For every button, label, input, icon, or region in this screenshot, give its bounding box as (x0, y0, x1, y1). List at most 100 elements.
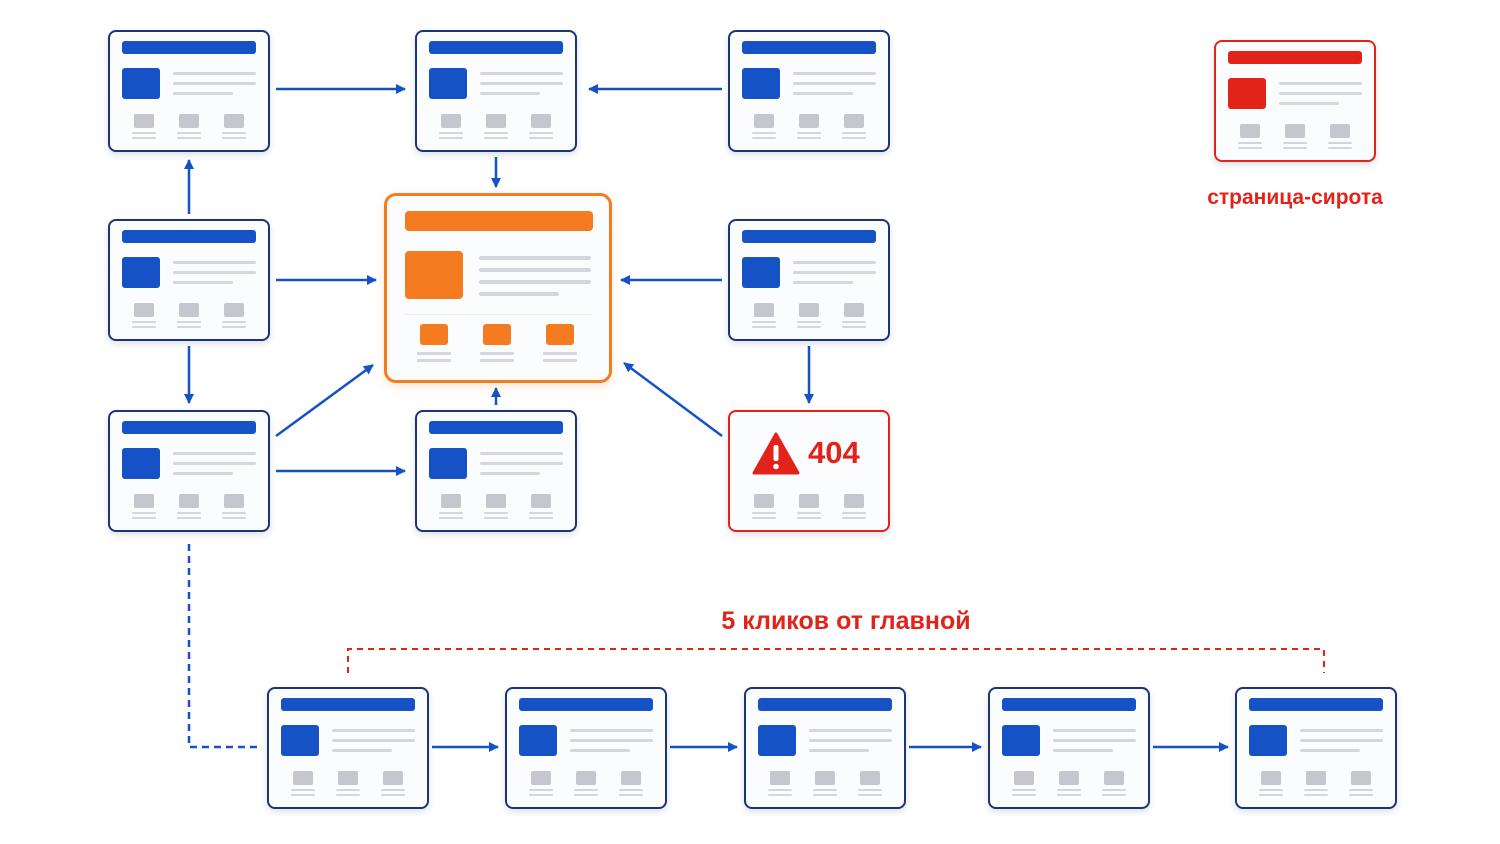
caption-line (484, 132, 508, 134)
text-line (809, 729, 892, 732)
page-card-bottom-center[interactable] (415, 410, 577, 532)
caption-line (1304, 789, 1328, 791)
thumbnail-block (483, 324, 511, 345)
text-line (793, 92, 853, 95)
text-line (480, 452, 563, 455)
thumbnail-block (844, 114, 864, 128)
caption-line (1283, 142, 1307, 144)
caption-line (752, 321, 776, 323)
caption-line (132, 321, 156, 323)
page-card-top-right[interactable] (728, 30, 890, 152)
caption-line (1238, 147, 1262, 149)
link-bottom-left-to-deep-1-dashed (187, 544, 262, 749)
caption-line (439, 512, 463, 514)
caption-line (381, 794, 405, 796)
caption-line (797, 512, 821, 514)
caption-line (529, 137, 553, 139)
caption-line (813, 789, 837, 791)
text-line (479, 292, 559, 296)
page-image-block (1002, 725, 1040, 756)
caption-line (768, 794, 792, 796)
page-image-block (122, 448, 160, 479)
caption-line (1259, 794, 1283, 796)
page-card-deep-3[interactable] (744, 687, 906, 809)
page-card-deep-1[interactable] (267, 687, 429, 809)
caption-line (842, 326, 866, 328)
page-card-bottom-left[interactable] (108, 410, 270, 532)
page-header-bar (758, 698, 892, 711)
thumbnail-block (420, 324, 448, 345)
page-header-bar (742, 230, 876, 243)
thumbnail-block (134, 494, 154, 508)
page-card-central[interactable] (384, 193, 612, 383)
link-error-page-to-central (623, 361, 723, 438)
caption-line (222, 517, 246, 519)
thumbnail-block (799, 494, 819, 508)
thumbnail-block (799, 303, 819, 317)
caption-line (177, 326, 201, 328)
page-header-bar (1228, 51, 1362, 64)
caption-line (619, 789, 643, 791)
text-line (173, 452, 256, 455)
page-card-orphan[interactable] (1214, 40, 1376, 162)
thumbnail-block (546, 324, 574, 345)
caption-line (132, 137, 156, 139)
thumbnail-block (293, 771, 313, 785)
caption-line (574, 789, 598, 791)
thumbnail-block (486, 494, 506, 508)
caption-line (858, 789, 882, 791)
caption-line (480, 352, 514, 355)
text-line (793, 271, 876, 274)
link-bottom-left-to-central (275, 363, 374, 438)
page-header-bar (429, 421, 563, 434)
caption-line (842, 321, 866, 323)
thumbnail-block (1240, 124, 1260, 138)
caption-line (291, 789, 315, 791)
text-line (793, 281, 853, 284)
page-card-deep-4[interactable] (988, 687, 1150, 809)
text-line (173, 271, 256, 274)
text-line (1279, 82, 1362, 85)
text-line (479, 280, 591, 284)
text-line (480, 92, 540, 95)
caption-line (797, 326, 821, 328)
caption-line (1349, 789, 1373, 791)
caption-line (543, 359, 577, 362)
caption-line (529, 517, 553, 519)
page-card-error-404[interactable]: 404 (728, 410, 890, 532)
page-card-top-left[interactable] (108, 30, 270, 152)
thumbnail-block (531, 771, 551, 785)
page-image-block (519, 725, 557, 756)
caption-line (1283, 147, 1307, 149)
text-line (332, 739, 415, 742)
thumbnail-block (621, 771, 641, 785)
page-header-bar (1002, 698, 1136, 711)
caption-line (1012, 789, 1036, 791)
caption-line (752, 512, 776, 514)
caption-line (1349, 794, 1373, 796)
page-header-bar (1249, 698, 1383, 711)
page-card-top-center[interactable] (415, 30, 577, 152)
page-card-mid-left[interactable] (108, 219, 270, 341)
text-line (570, 749, 630, 752)
text-line (173, 472, 233, 475)
page-card-deep-5[interactable] (1235, 687, 1397, 809)
caption-line (574, 794, 598, 796)
caption-line (417, 352, 451, 355)
text-line (480, 472, 540, 475)
text-line (480, 72, 563, 75)
page-image-block (1249, 725, 1287, 756)
caption-line (752, 137, 776, 139)
page-card-mid-right[interactable] (728, 219, 890, 341)
caption-line (480, 359, 514, 362)
thumbnail-block (754, 303, 774, 317)
thumbnail-block (1261, 771, 1281, 785)
page-image-block (122, 68, 160, 99)
thumbnail-block (531, 114, 551, 128)
page-card-deep-2[interactable] (505, 687, 667, 809)
thumbnail-block (134, 303, 154, 317)
caption-line (797, 517, 821, 519)
page-header-bar (429, 41, 563, 54)
text-line (1053, 729, 1136, 732)
